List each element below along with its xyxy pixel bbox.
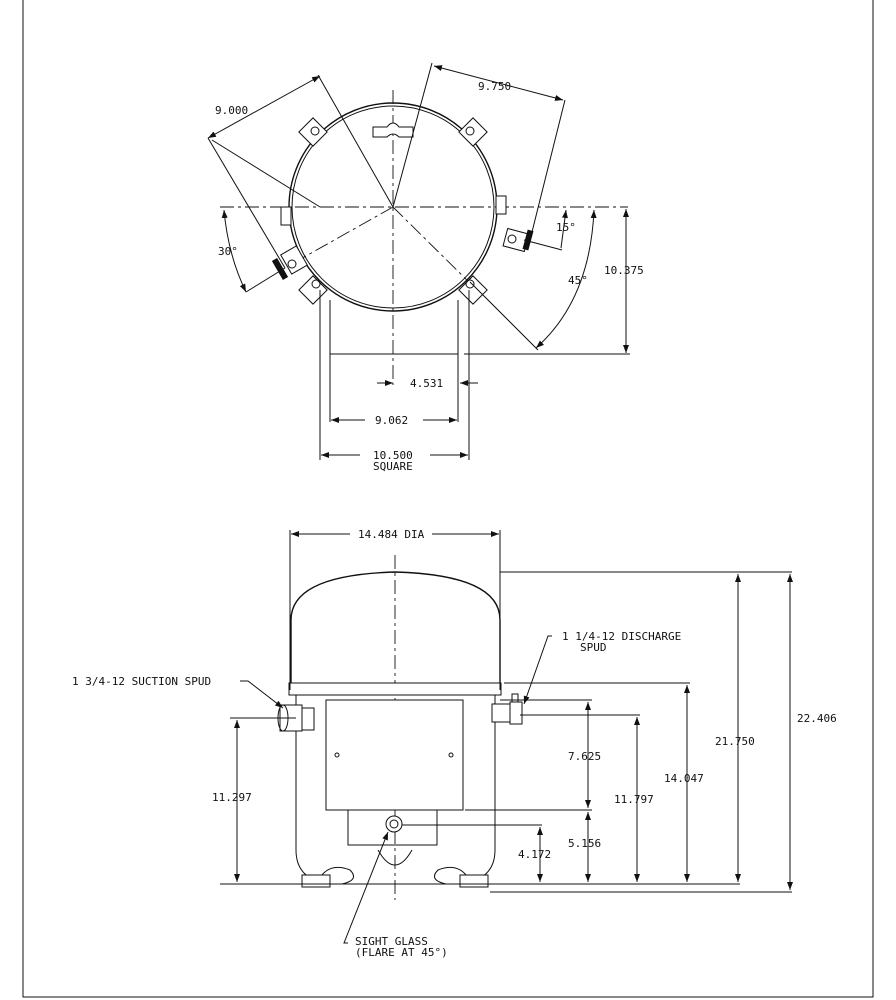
discharge-label-1: 1 1/4-12 DISCHARGE	[562, 630, 681, 643]
dim-22406: 22.406	[797, 712, 837, 725]
dim-9062: 9.062	[375, 414, 408, 427]
angle-15: 15°	[556, 221, 576, 234]
lifting-lug	[372, 122, 414, 138]
dim-11797: 11.797	[614, 793, 654, 806]
sight-glass-label-1: SIGHT GLASS	[355, 935, 428, 948]
dim-10375: 10.375	[604, 264, 644, 277]
suction-label: 1 3/4-12 SUCTION SPUD	[72, 675, 211, 688]
discharge-fitting	[502, 227, 534, 253]
top-view: 9.000 9.750 30° 15° 45° 10.375 4.531 9.0…	[207, 62, 644, 473]
dim-11297: 11.297	[212, 791, 252, 804]
band	[288, 682, 502, 696]
angle-30: 30°	[218, 245, 238, 258]
dim-9750: 9.750	[478, 80, 511, 93]
dim-9000: 9.000	[215, 104, 248, 117]
drawing-frame	[22, 0, 874, 998]
dome	[290, 571, 501, 683]
dim-10500-note: SQUARE	[373, 460, 413, 473]
terminal-box	[325, 699, 464, 811]
suction-fitting	[271, 245, 308, 281]
angle-45: 45°	[568, 274, 588, 287]
dim-21750: 21.750	[715, 735, 755, 748]
dim-4172: 4.172	[518, 848, 551, 861]
side-view: 14.484 DIA 1 3/4-12 SUCTION SPUD 1 1/4-1…	[72, 528, 837, 959]
dim-10500: 10.500	[373, 449, 413, 462]
dim-7625: 7.625	[568, 750, 601, 763]
terminal-fitting	[280, 206, 292, 226]
sight-glass	[385, 815, 403, 833]
discharge-label-2: SPUD	[580, 641, 607, 654]
dim-14047: 14.047	[664, 772, 704, 785]
discharge-spud	[491, 693, 523, 725]
dim-5156: 5.156	[568, 837, 601, 850]
dim-4531: 4.531	[410, 377, 443, 390]
sight-glass-label-2: (FLARE AT 45°)	[355, 946, 448, 959]
dim-dia: 14.484 DIA	[358, 528, 425, 541]
